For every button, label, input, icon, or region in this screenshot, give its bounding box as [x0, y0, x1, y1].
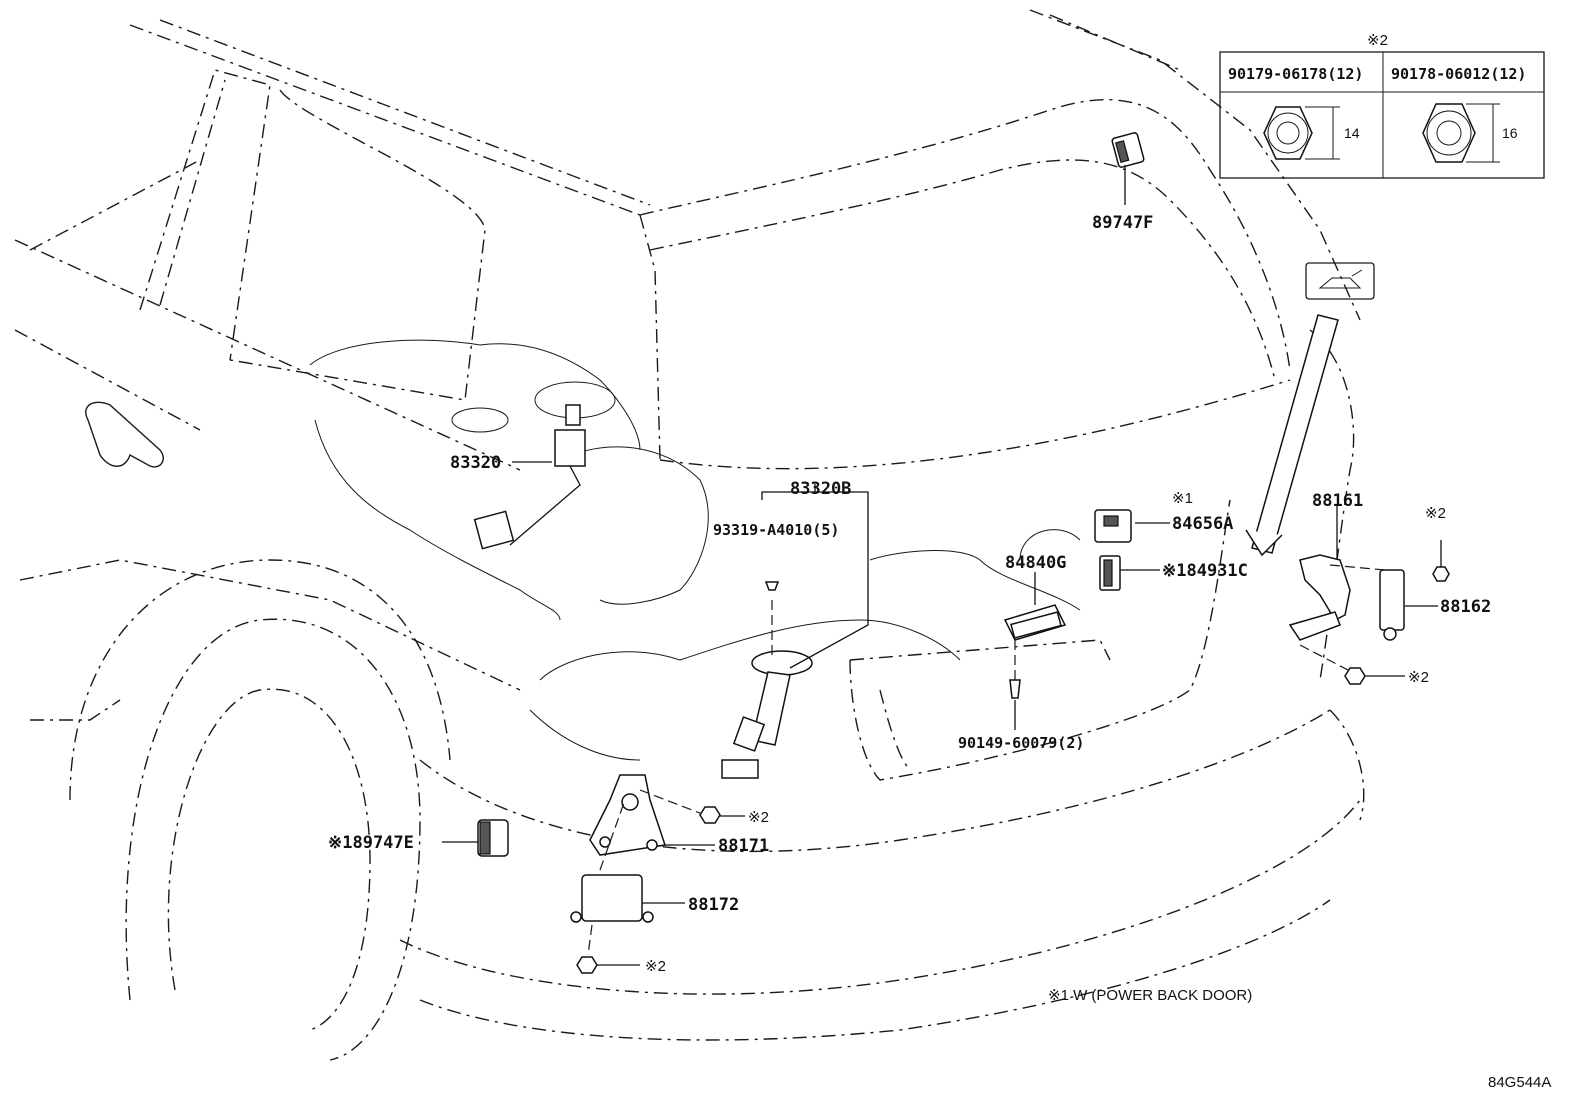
callout-88172: 88172: [688, 895, 739, 915]
module-88172: [570, 799, 654, 974]
mark-88172: ※2: [645, 958, 666, 975]
callout-84840g: 84840G: [1005, 553, 1066, 573]
callout-88171: 88171: [718, 836, 769, 856]
figure-code: 84G544A: [1488, 1074, 1551, 1091]
nut-88161-lower: [1299, 644, 1366, 685]
sensor-89747f: [1111, 132, 1145, 168]
nut-table-col1-part: 90179-06178(12): [1228, 65, 1363, 83]
power-back-door-icon: [1305, 262, 1375, 300]
bracket-88161: [1288, 554, 1386, 641]
nut-88161-upper: [1432, 566, 1450, 582]
mark-88162: ※2: [1408, 669, 1429, 686]
callout-89747e: ※189747E: [328, 833, 414, 853]
callout-84656a: 84656A: [1172, 514, 1233, 534]
nut-table-col1-size: 14: [1344, 125, 1360, 141]
sensor-89747e: [477, 819, 509, 857]
callout-88162: 88162: [1440, 597, 1491, 617]
mark-88171: ※2: [748, 809, 769, 826]
callout-88161: 88161: [1312, 491, 1363, 511]
mark-84656a: ※1: [1172, 490, 1193, 507]
footnote-power-back-door: ※1 W (POWER BACK DOOR): [1048, 987, 1252, 1004]
fuel-sender-gauge-83320: [473, 404, 586, 550]
vehicle-body-outline: [14, 9, 1365, 1061]
callout-83320b: 83320B: [790, 479, 851, 499]
nut-16-icon: [1422, 103, 1500, 163]
switch-84656a: [1094, 509, 1132, 543]
nut-table-col2-part: 90178-06012(12): [1391, 65, 1526, 83]
mark-88161-nut: ※2: [1425, 505, 1446, 522]
switch-84931c: [1099, 555, 1121, 591]
sensor-88162: [1379, 569, 1405, 641]
switch-panel-84840g: [1003, 604, 1067, 699]
nut-spec-table: ※2 90179-06178(12) 90178-06012(12) 14 16: [1219, 32, 1545, 179]
callout-labels: 83320 83320B 93319-A4010(5) 89747F ※1 84…: [328, 213, 1491, 975]
callout-93319: 93319-A4010(5): [713, 521, 839, 539]
leader-lines: [442, 165, 1442, 966]
bracket-88171: [589, 774, 721, 856]
nut-table-col2-size: 16: [1502, 125, 1518, 141]
nut-table-group-mark: ※2: [1367, 32, 1388, 49]
nut-14-icon: [1263, 106, 1340, 160]
callout-83320: 83320: [450, 453, 501, 473]
callout-84931c: ※184931C: [1162, 561, 1248, 581]
fuel-sender-gauge-83320b: [721, 581, 813, 779]
callout-90149: 90149-60079(2): [958, 734, 1084, 752]
callout-89747f: 89747F: [1092, 213, 1153, 233]
